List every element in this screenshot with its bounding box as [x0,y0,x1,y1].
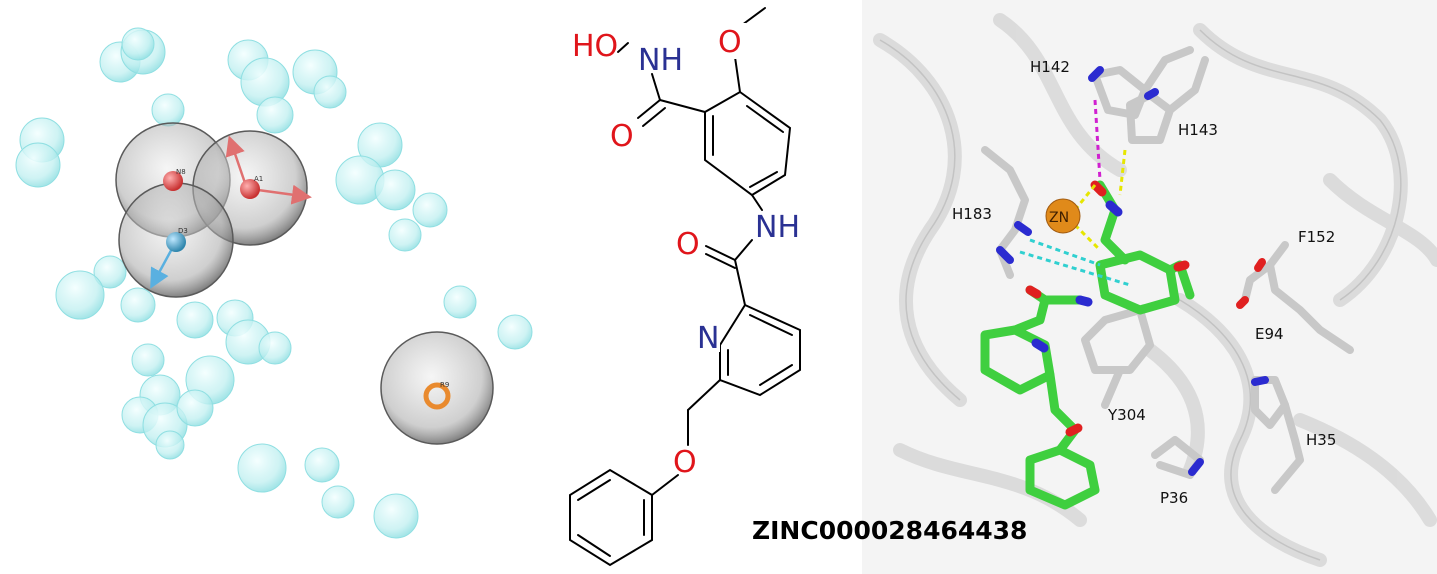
residue-sticks [981,46,1354,494]
hydroxyl-group: HO [572,29,618,64]
docking-pose-svg: ZN H142 H143 H183 F152 E94 Y304 H35 P36 [873,13,1437,567]
pharmacophore-svg: N8 A1 D3 R9 [15,27,533,539]
amide-carbonyl-oxygen: O [676,227,700,262]
protein-ribbon-outline [879,29,1402,561]
chemical-structure: O HO NH O NH O N O [569,7,801,567]
compound-id-label: ZINC000028464438 [752,516,1028,545]
residue-labels: H142 H143 H183 F152 E94 Y304 H35 P36 [952,58,1336,507]
amide-nitrogen: NH [755,210,800,245]
residue-label-h35: H35 [1306,431,1336,449]
ligand-sticks [980,180,1195,510]
docking-panel: ZN H142 H143 H183 F152 E94 Y304 H35 P36 [862,0,1437,574]
pharmacophore-panel: N8 A1 D3 R9 [0,0,550,574]
feature-centers [163,171,451,410]
residue-label-h143: H143 [1178,121,1218,139]
methoxy-oxygen: O [718,25,742,60]
feature-label-d3: D3 [178,227,188,235]
residue-label-e94: E94 [1255,325,1284,343]
feature-label-a1: A1 [254,175,263,183]
residue-label-h142: H142 [1030,58,1070,76]
excluded-volume-spheres [15,27,533,539]
hydroxamate-carbonyl-oxygen: O [610,119,634,154]
aromatic-ring-feature-r9 [423,382,451,410]
residue-label-f152: F152 [1298,228,1335,246]
pyridine-nitrogen: N [697,321,719,356]
zinc-label: ZN [1049,210,1069,226]
feature-label-r9: R9 [440,381,449,389]
feature-vectors [150,135,312,289]
residue-label-y304: Y304 [1107,406,1146,424]
ether-oxygen: O [673,445,697,480]
hydroxamate-nitrogen: NH [638,43,683,78]
structure-panel: O HO NH O NH O N O [550,0,862,574]
acceptor-feature-a1 [240,179,260,199]
feature-labels: N8 A1 D3 R9 [176,168,449,389]
bonds [569,7,801,567]
zinc-ion: ZN [1045,198,1081,234]
donor-feature-d3 [166,232,186,252]
atom-labels: O HO NH O NH O N O [572,23,800,480]
acceptor-feature-n8 [163,171,183,191]
residue-label-p36: P36 [1160,489,1188,507]
residue-label-h183: H183 [952,205,992,223]
feature-label-n8: N8 [176,168,186,176]
interaction-lines [1019,99,1131,287]
